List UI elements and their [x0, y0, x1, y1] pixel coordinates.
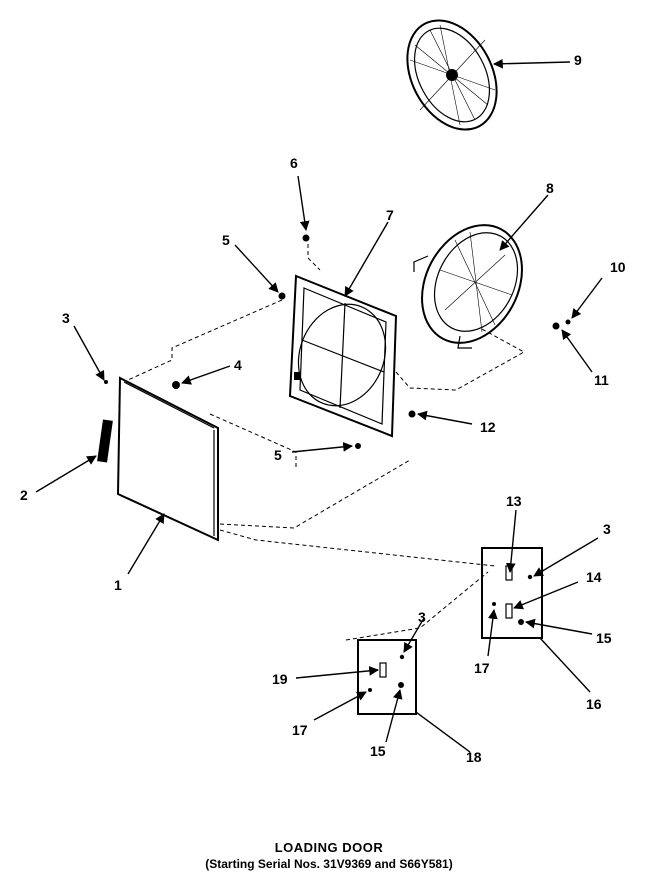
- part-9-filter-screen: [406, 19, 498, 131]
- callout-16: 16: [586, 696, 602, 712]
- callout-5-top: 5: [222, 232, 230, 248]
- callout-5-bottom: 5: [274, 447, 282, 463]
- callout-7: 7: [386, 207, 394, 223]
- part-18-hinge-plate: [357, 639, 417, 715]
- callout-1: 1: [114, 577, 122, 593]
- hardware-screws: [104, 234, 571, 449]
- callout-15-right: 15: [596, 630, 612, 646]
- callout-9: 9: [574, 52, 582, 68]
- part-16-hinge-plate: [481, 547, 543, 639]
- callout-14: 14: [586, 569, 602, 585]
- part-7-door-frame: [288, 274, 398, 438]
- callout-15-lower: 15: [370, 743, 386, 759]
- callout-3-lower: 3: [418, 609, 426, 625]
- callout-6: 6: [290, 155, 298, 171]
- callout-13: 13: [506, 493, 522, 509]
- leader-lines: [35, 58, 603, 753]
- callout-10: 10: [610, 259, 626, 275]
- callout-17-lower: 17: [292, 722, 308, 738]
- caption-subtitle: (Starting Serial Nos. 31V9369 and S66Y58…: [205, 857, 452, 871]
- callout-3-left: 3: [62, 310, 70, 326]
- callout-17-right: 17: [474, 660, 490, 676]
- callout-11: 11: [594, 372, 609, 388]
- callout-labels: 9 6 7 8 5 10 11 3 4 12 5 2 1 13 3 14 15 …: [20, 52, 626, 765]
- callout-12: 12: [480, 419, 496, 435]
- callout-2: 2: [20, 487, 28, 503]
- callout-18: 18: [466, 749, 482, 765]
- diagram-caption: LOADING DOOR (Starting Serial Nos. 31V93…: [205, 840, 452, 871]
- part-1-door-panel: [116, 376, 219, 542]
- part-2-handle: [97, 419, 113, 463]
- callout-4: 4: [234, 357, 242, 373]
- caption-title: LOADING DOOR: [275, 840, 384, 855]
- callout-8: 8: [546, 180, 554, 196]
- callout-3-right: 3: [603, 521, 611, 537]
- callout-19: 19: [272, 671, 288, 687]
- part-8-screen-housing: [413, 224, 523, 349]
